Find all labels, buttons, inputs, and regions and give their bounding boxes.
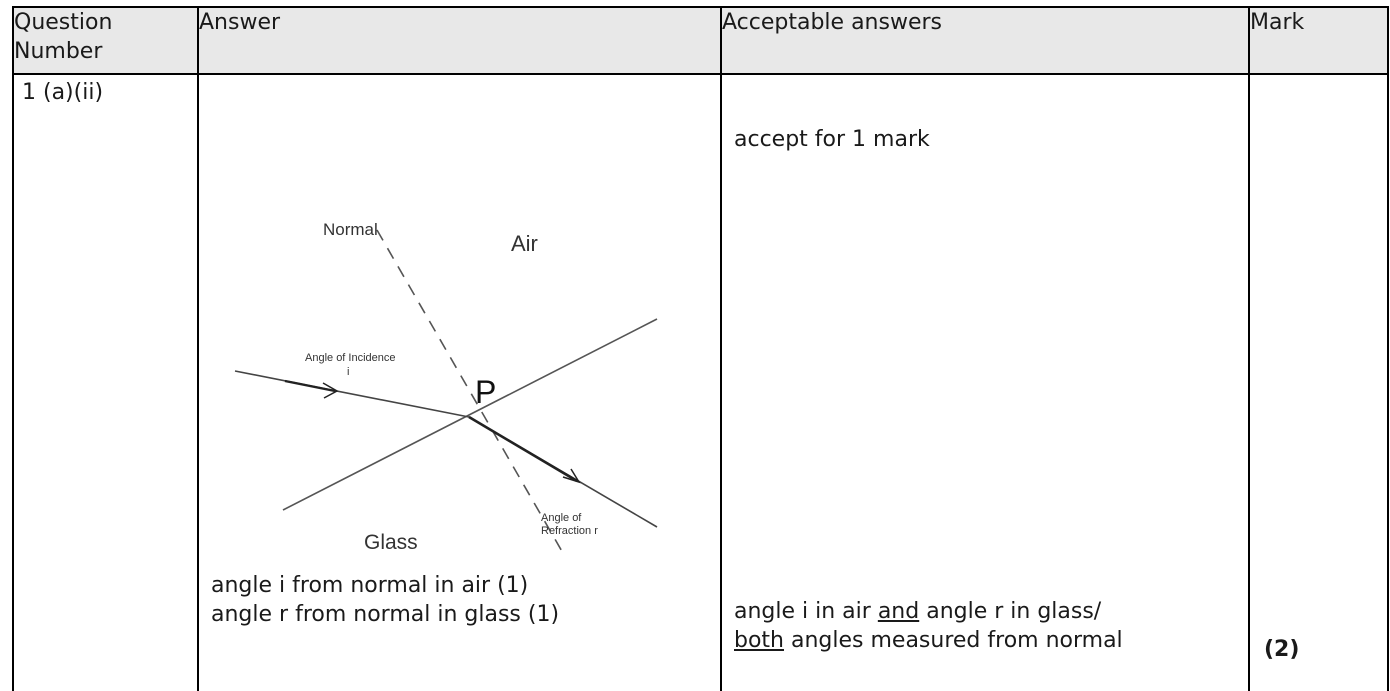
acceptable-text-2: angle r in glass/ (919, 599, 1102, 624)
label-point-p: P (475, 374, 496, 410)
header-answer: Answer (197, 6, 722, 75)
incident-arrowhead (322, 382, 339, 399)
header-row: Question Number Answer Acceptable answer… (12, 6, 1389, 75)
boundary-line (282, 318, 658, 511)
mark-scheme-table: Question Number Answer Acceptable answer… (12, 6, 1389, 691)
mark-cell: (2) (1248, 73, 1389, 691)
refracted-arrowhead (562, 468, 581, 484)
header-question-number: Question Number (12, 6, 199, 75)
mark-value: (2) (1264, 637, 1300, 662)
acceptable-underlined-both: both (734, 628, 784, 653)
incident-ray (234, 370, 470, 418)
label-refraction-2: Refraction r (541, 525, 598, 537)
answer-row: 1 (a)(ii) Normal Air Angle of Incidence (12, 73, 1389, 691)
acceptable-text-3: angles measured from normal (784, 628, 1123, 653)
refracted-ray-highlight (468, 415, 578, 483)
label-air: Air (511, 231, 538, 256)
answer-line-2: angle r from normal in glass (1) (211, 602, 560, 627)
label-normal: Normal (323, 220, 378, 239)
label-incidence-2: i (347, 366, 349, 378)
answer-cell: Normal Air Angle of Incidence i P Angle … (197, 73, 722, 691)
acceptable-answer-2: angle i in air and angle r in glass/both… (734, 597, 1254, 655)
refraction-diagram: Normal Air Angle of Incidence i P Angle … (234, 220, 658, 555)
label-incidence-1: Angle of Incidence (305, 352, 396, 364)
acceptable-underlined-and: and (877, 599, 920, 624)
normal-line (376, 229, 566, 555)
label-refraction-1: Angle of (541, 512, 582, 524)
answer-text: angle i from normal in air (1) angle r f… (211, 571, 559, 629)
acceptable-answers-cell: accept for 1 mark angle i in air and ang… (720, 73, 1250, 691)
header-acceptable-answers: Acceptable answers (720, 6, 1250, 75)
question-number: 1 (a)(ii) (12, 73, 199, 691)
header-mark: Mark (1248, 6, 1389, 75)
incident-ray-highlight (284, 379, 336, 393)
label-glass: Glass (364, 531, 418, 554)
acceptable-text-1: angle i in air (734, 599, 878, 624)
acceptable-answer-1: accept for 1 mark (734, 127, 930, 152)
answer-line-1: angle i from normal in air (1) (211, 573, 529, 598)
